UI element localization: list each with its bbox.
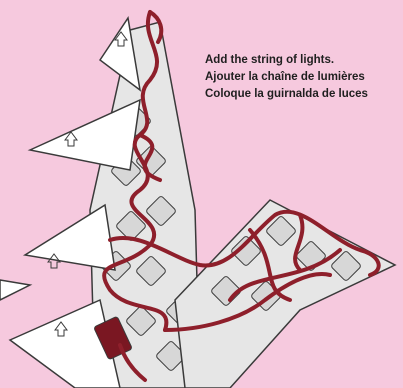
instruction-english: Add the string of lights.	[205, 52, 403, 69]
instruction-french: Ajouter la chaîne de lumières	[205, 69, 403, 86]
instruction-spanish: Coloque la guirnalda de luces	[205, 86, 403, 103]
instruction-text-block: Add the string of lights. Ajouter la cha…	[205, 52, 403, 103]
